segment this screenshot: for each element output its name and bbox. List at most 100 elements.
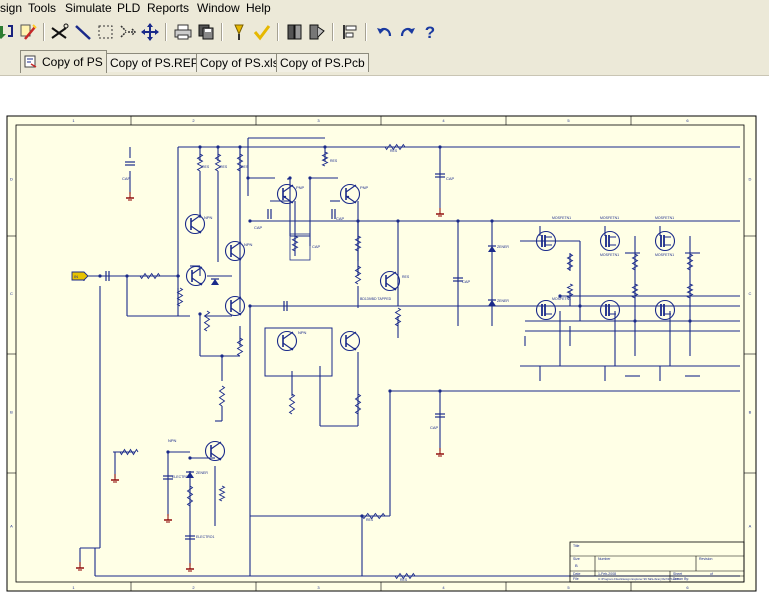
download-icon[interactable]: [0, 22, 16, 42]
border-column-label: 1: [72, 118, 75, 123]
title-block-file-label: File: [573, 577, 579, 581]
wand-icon[interactable]: [18, 22, 38, 42]
menu-tools[interactable]: Tools: [28, 1, 57, 15]
title-block-date-label: Date: [573, 572, 580, 576]
capacitor-label: CAP: [254, 225, 263, 230]
move-selection-icon[interactable]: [118, 22, 138, 42]
toolbar-separator: [332, 23, 334, 41]
resistor: [354, 265, 362, 285]
npn-transistor-collector: [230, 296, 242, 305]
tab-label: Copy of PS.Pcb: [280, 56, 365, 70]
transistor-label: NPN: [168, 438, 177, 443]
resistor: [218, 385, 226, 407]
title-block-number-label: Number: [598, 557, 611, 561]
junction-dot: [438, 389, 442, 393]
title-block-size-value: B: [575, 563, 578, 568]
transistor-label: NPN: [298, 330, 307, 335]
schematic-doc-icon: [24, 55, 37, 68]
pnp-transistor-arrow: [283, 195, 287, 199]
tab-copy-of-ps[interactable]: Copy of PS: [20, 50, 107, 73]
resistor: [119, 448, 139, 456]
save-all-icon[interactable]: [196, 22, 216, 42]
transistor-label: PNP: [296, 185, 305, 190]
border-column-label: 1: [72, 585, 75, 590]
help-icon[interactable]: ?: [424, 22, 436, 42]
library-icon[interactable]: [307, 22, 327, 42]
resistor: [566, 253, 574, 271]
tab-copy-of-ps-pcb[interactable]: Copy of PS.Pcb: [276, 53, 369, 72]
border-column-label: 4: [442, 118, 445, 123]
resistor: [566, 283, 574, 299]
resistor-label: RES: [390, 149, 398, 153]
mosfet-label: MOSFETN1: [552, 216, 571, 220]
menu-bar: sign Tools Simulate PLD Reports Window H…: [0, 0, 769, 17]
menu-design[interactable]: sign: [0, 1, 23, 15]
resistor: [354, 235, 362, 252]
resistor: [186, 485, 194, 507]
capacitor-label: CAP: [312, 244, 321, 249]
align-icon[interactable]: [340, 22, 360, 42]
zener-label: ZENER: [497, 299, 509, 303]
border-row-label: B: [749, 410, 752, 415]
electrolytic-label: ELECTRO1: [196, 535, 215, 539]
npn-transistor: [204, 440, 226, 462]
npn-transistor-arrow: [238, 312, 242, 316]
menu-reports[interactable]: Reports: [147, 1, 190, 15]
title-block: [569, 541, 745, 583]
menu-window[interactable]: Window: [197, 1, 240, 15]
border-row-label: D: [749, 177, 752, 182]
border-column-label: 5: [567, 118, 570, 123]
border-row-label: A: [749, 524, 752, 529]
toolbar-separator: [165, 23, 167, 41]
zener-diode: [488, 246, 496, 252]
junction-dot: [188, 456, 192, 460]
title-block-sheet-label: Sheet: [673, 572, 682, 576]
undo-icon[interactable]: [375, 22, 395, 42]
resistor: [354, 393, 362, 415]
tab-copy-of-ps-xls[interactable]: Copy of PS.xls: [196, 53, 283, 72]
border-column-label: 3: [317, 585, 320, 590]
junction-dot: [216, 145, 220, 149]
menu-pld[interactable]: PLD: [117, 1, 141, 15]
npn-transistor-arrow: [199, 282, 203, 286]
junction-dot: [396, 219, 400, 223]
npn-transistor: [276, 330, 298, 352]
npn-transistor: [185, 265, 207, 287]
mosfet-label: MOSFETN1: [655, 253, 674, 257]
scissors-icon[interactable]: [50, 22, 70, 42]
title-block-revision-label: Revision: [699, 557, 712, 561]
redo-icon[interactable]: [397, 22, 417, 42]
probe-icon[interactable]: [229, 22, 249, 42]
mosfet-label: MOSFETN1: [552, 297, 571, 301]
pnp-transistor-collector: [282, 184, 294, 193]
border-row-label: C: [10, 291, 13, 296]
resistor: [321, 151, 329, 167]
select-rect-icon[interactable]: [96, 22, 116, 42]
wire-icon[interactable]: [73, 22, 93, 42]
junction-dot: [98, 274, 102, 278]
npn-transistor-collector: [190, 214, 202, 223]
npn-transistor: [184, 213, 206, 235]
crosshair-move-icon[interactable]: [140, 22, 160, 42]
mosfet-label: MOSFETN1: [655, 216, 674, 220]
menu-simulate[interactable]: Simulate: [65, 1, 112, 15]
tab-copy-of-ps-rep[interactable]: Copy of PS.REP: [106, 53, 203, 72]
resistor: [139, 272, 161, 280]
print-icon[interactable]: [173, 22, 193, 42]
border-row-label: D: [10, 177, 13, 182]
resistor: [686, 283, 694, 299]
junction-dot: [198, 145, 202, 149]
highlight-icon[interactable]: [252, 22, 272, 42]
junction-dot: [323, 145, 327, 149]
border-column-label: 2: [192, 585, 195, 590]
menu-help[interactable]: Help: [246, 1, 271, 15]
resistor-label: RES: [202, 165, 210, 169]
sheet-inner-border: [15, 124, 745, 583]
resistor: [631, 253, 639, 271]
resistor: [288, 393, 296, 415]
driver-transistor: [379, 270, 401, 292]
npn-transistor: [224, 295, 246, 317]
input-port-label: IN: [74, 274, 78, 279]
book-icon[interactable]: [285, 22, 305, 42]
